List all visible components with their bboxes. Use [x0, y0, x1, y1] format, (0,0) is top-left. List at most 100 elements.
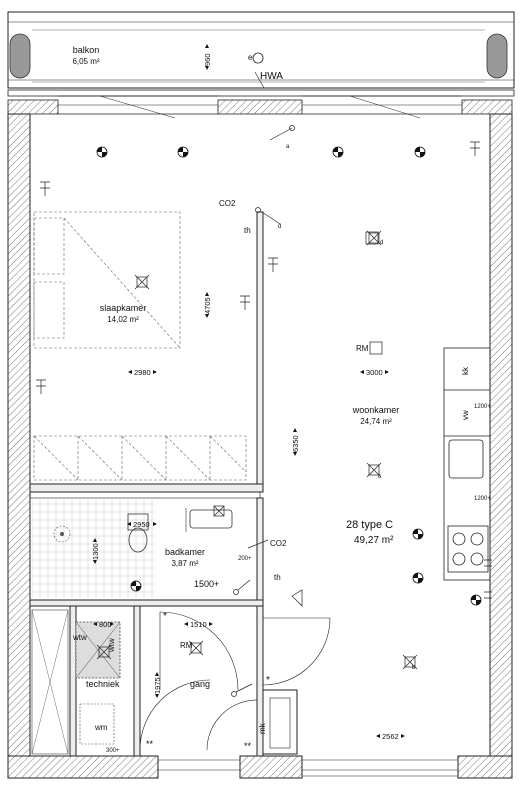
- dimension-arrow-icon: [93, 560, 97, 564]
- dimension-arrows: [93, 44, 405, 738]
- fixture-b: b: [412, 665, 416, 671]
- light-fixture-icon: [402, 654, 418, 670]
- ceiling-light-icon: [130, 580, 142, 592]
- rm-living-label: RM: [356, 344, 369, 353]
- room-area-balkon: 6,05 m²: [72, 57, 100, 66]
- dimension-1975: 1975: [153, 677, 162, 694]
- dimension-arrow-icon: [293, 428, 297, 432]
- note-star-1: *: [163, 611, 167, 622]
- dimension-2980: 2980: [134, 368, 151, 377]
- dimension-arrow-icon: [385, 370, 389, 374]
- switch-d-1: d: [278, 224, 282, 230]
- room-name-gang: gang: [190, 679, 211, 689]
- ceiling-light-icon: [414, 146, 426, 158]
- dimension-arrow-icon: [205, 44, 209, 48]
- dimension-arrow-icon: [205, 66, 209, 70]
- ceiling-light-icon: [332, 146, 344, 158]
- note-double-star-1: **: [146, 739, 154, 749]
- room-area-badkamer: 3,87 m²: [171, 559, 199, 568]
- dimension-arrow-icon: [93, 622, 97, 626]
- dimension-6350: 6350: [291, 435, 300, 452]
- light-fixtures: [96, 230, 418, 670]
- dimension-arrow-icon: [360, 370, 364, 374]
- height-1200-b: 1200+: [474, 496, 491, 502]
- unit-name: 28 type C: [346, 519, 394, 531]
- mk-label: mk: [258, 723, 267, 734]
- ceiling-lights: [96, 146, 482, 606]
- room-area-slaapkamer: 14,02 m²: [107, 315, 139, 324]
- kitchen-counter: [443, 347, 491, 581]
- door-swings: [139, 611, 458, 777]
- wardrobe: [33, 435, 247, 481]
- ceiling-light-icon: [412, 528, 424, 540]
- note-star-2: *: [266, 675, 270, 686]
- dimension-1510: 1510: [190, 620, 207, 629]
- room-name-slaapkamer: slaapkamer: [99, 303, 147, 313]
- dimension-arrow-icon: [153, 522, 157, 526]
- dimension-arrow-icon: [127, 522, 131, 526]
- technical-room: [31, 609, 121, 755]
- dimension-800: 800: [99, 620, 112, 629]
- switch-a: a: [286, 144, 290, 150]
- wm-label: wm: [95, 723, 108, 732]
- ceiling-light-icon: [96, 146, 108, 158]
- hwa-label: HWA: [260, 71, 283, 82]
- light-fixture-icon: [134, 274, 150, 290]
- light-fixture-icon: [366, 462, 382, 478]
- dimension-arrow-icon: [205, 314, 209, 318]
- ceiling-light-icon: [177, 146, 189, 158]
- balcony-area: [7, 11, 515, 89]
- room-area-woonkamer: 24,74 m²: [360, 417, 392, 426]
- dimension-arrow-icon: [153, 370, 157, 374]
- dimension-3000: 3000: [366, 368, 383, 377]
- wtw-label: wtw: [73, 633, 87, 642]
- room-name-badkamer: badkamer: [164, 547, 206, 557]
- vw-label: vw: [461, 410, 470, 420]
- ceiling-light-icon: [412, 572, 424, 584]
- label-e: e: [248, 53, 253, 62]
- room-name-techniek: techniek: [86, 679, 120, 689]
- dimension-2562: 2562: [382, 732, 399, 741]
- dimension-arrow-icon: [205, 292, 209, 296]
- fixture-d-2: d: [380, 240, 384, 246]
- bed-outline: [33, 211, 181, 349]
- dimension-2950: 2950: [133, 520, 150, 529]
- dimension-1300: 1300: [91, 543, 100, 560]
- note-double-star-2: **: [244, 741, 252, 751]
- kk-label: kk: [461, 367, 470, 375]
- dimension-arrow-icon: [93, 538, 97, 542]
- dimension-arrow-icon: [155, 694, 159, 698]
- electrical-symbols: [36, 125, 492, 697]
- co2-sensor-bath-label: CO2: [270, 539, 287, 548]
- dimension-arrow-icon: [155, 672, 159, 676]
- dimension-arrow-icon: [128, 370, 132, 374]
- dimension-arrow-icon: [401, 734, 405, 738]
- height-300: 300+: [106, 748, 120, 754]
- room-name-woonkamer: woonkamer: [352, 405, 400, 415]
- co2-sensor-label: CO2: [219, 199, 236, 208]
- thermostat-label-2: th: [274, 573, 281, 582]
- dimension-arrow-icon: [209, 622, 213, 626]
- dimension-arrow-icon: [376, 734, 380, 738]
- interior-walls: [29, 211, 298, 757]
- light-fixture-icon: [188, 640, 204, 656]
- room-name-balkon: balkon: [72, 45, 100, 55]
- unit-area: 49,27 m²: [354, 535, 394, 546]
- light-fixture-icon: [96, 644, 112, 660]
- ceiling-light-icon: [470, 594, 482, 606]
- dimension-960: 960: [203, 53, 212, 66]
- dimension-arrow-icon: [293, 452, 297, 456]
- wtw-label-2: wtw: [107, 638, 116, 652]
- light-fixture-icon: [366, 230, 382, 246]
- dimension-arrow-icon: [184, 622, 188, 626]
- height-1500: 1500+: [194, 579, 220, 589]
- dimension-4705: 4705: [203, 297, 212, 314]
- dimension-arrow-icon: [110, 622, 114, 626]
- height-200: 200+: [238, 556, 252, 562]
- thermostat-label-1: th: [244, 226, 251, 235]
- fixture-c: c: [378, 474, 381, 480]
- front-facade: [7, 89, 515, 119]
- rm-hall-label: RM: [180, 641, 193, 650]
- height-1200-a: 1200+: [474, 404, 491, 410]
